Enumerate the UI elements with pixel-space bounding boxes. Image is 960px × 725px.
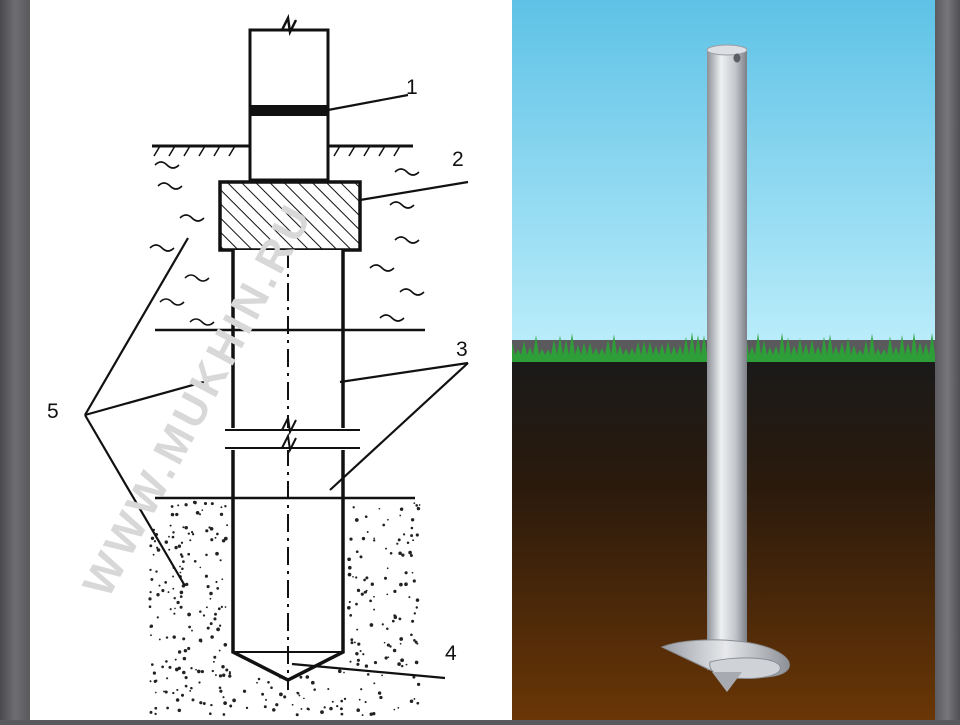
shaft-break-gap xyxy=(225,428,355,450)
pipe-top-end xyxy=(706,44,748,56)
callout-2: 2 xyxy=(452,148,464,171)
sand-layer-dots xyxy=(148,500,421,717)
callout-1: 1 xyxy=(406,76,418,99)
left-frame-bar xyxy=(0,0,30,720)
callout-4: 4 xyxy=(445,642,457,665)
right-frame-bar xyxy=(935,0,960,720)
callout-3: 3 xyxy=(456,338,468,361)
clay-layer-marks xyxy=(149,161,425,326)
pile-sketch-panel: 1 2 3 4 5 WWW.MUKHIN.RU xyxy=(30,0,512,720)
pile-pipe xyxy=(707,50,747,670)
callout-leaders xyxy=(84,93,469,680)
screw-pile-illustration xyxy=(512,0,935,720)
shaft-break-mark xyxy=(281,414,297,454)
pile-tip xyxy=(712,672,742,692)
screw-pile-render-panel xyxy=(512,0,935,720)
grass-strip xyxy=(512,332,935,362)
joint-plate-1 xyxy=(250,105,328,116)
pile-sketch-diagram: 1 2 3 4 5 WWW.MUKHIN.RU xyxy=(47,13,469,717)
pipe-bolt-hole xyxy=(733,53,741,63)
column-break-mark xyxy=(280,13,298,37)
ground-hatch-ticks xyxy=(153,145,401,157)
callout-5: 5 xyxy=(47,400,59,423)
